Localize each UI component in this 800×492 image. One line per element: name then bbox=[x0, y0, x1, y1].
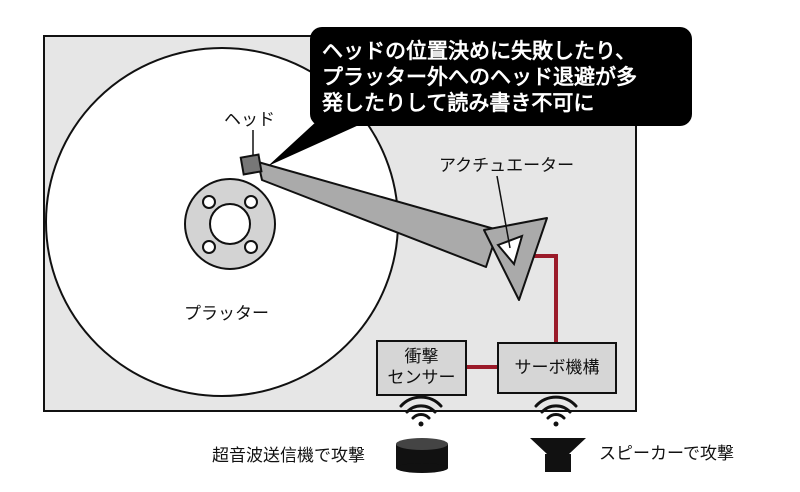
servo-label: サーボ機構 bbox=[498, 358, 616, 379]
shock-sensor-line: センサー bbox=[387, 368, 456, 388]
callout-line: ヘッドの位置決めに失敗したり、 bbox=[322, 39, 637, 63]
speaker-icon bbox=[530, 438, 586, 472]
sound-wave-icon bbox=[534, 395, 578, 427]
actuator-pivot bbox=[496, 234, 524, 267]
head-label: ヘッド bbox=[224, 110, 275, 130]
shock-sensor-box bbox=[376, 340, 467, 396]
shock-sensor-label: 衝撃 センサー bbox=[377, 347, 466, 389]
spindle-hub bbox=[184, 178, 276, 270]
servo-box bbox=[497, 342, 617, 394]
actuator-label: アクチュエーター bbox=[439, 156, 575, 176]
sound-wave-icon bbox=[399, 395, 443, 427]
head-slider bbox=[239, 153, 263, 176]
callout-bubble bbox=[268, 27, 692, 166]
actuator-arm bbox=[239, 153, 548, 301]
shock-sensor-line: 衝撃 bbox=[404, 347, 439, 367]
speaker-attack-label: スピーカーで攻撃 bbox=[599, 444, 734, 464]
callout-line: 発したりして読み書き不可に bbox=[322, 91, 595, 115]
puck-transmitter-icon bbox=[396, 438, 448, 473]
servo-label-text: サーボ機構 bbox=[514, 358, 600, 378]
ultrasonic-attack-label: 超音波送信機で攻撃 bbox=[212, 446, 365, 466]
callout-text: ヘッドの位置決めに失敗したり、 プラッター外へのヘッド退避が多 発したりして読み… bbox=[322, 38, 682, 116]
platter-label: プラッター bbox=[184, 304, 269, 324]
callout-line: プラッター外へのヘッド退避が多 bbox=[322, 65, 637, 89]
actuator-leader-line bbox=[496, 175, 511, 249]
